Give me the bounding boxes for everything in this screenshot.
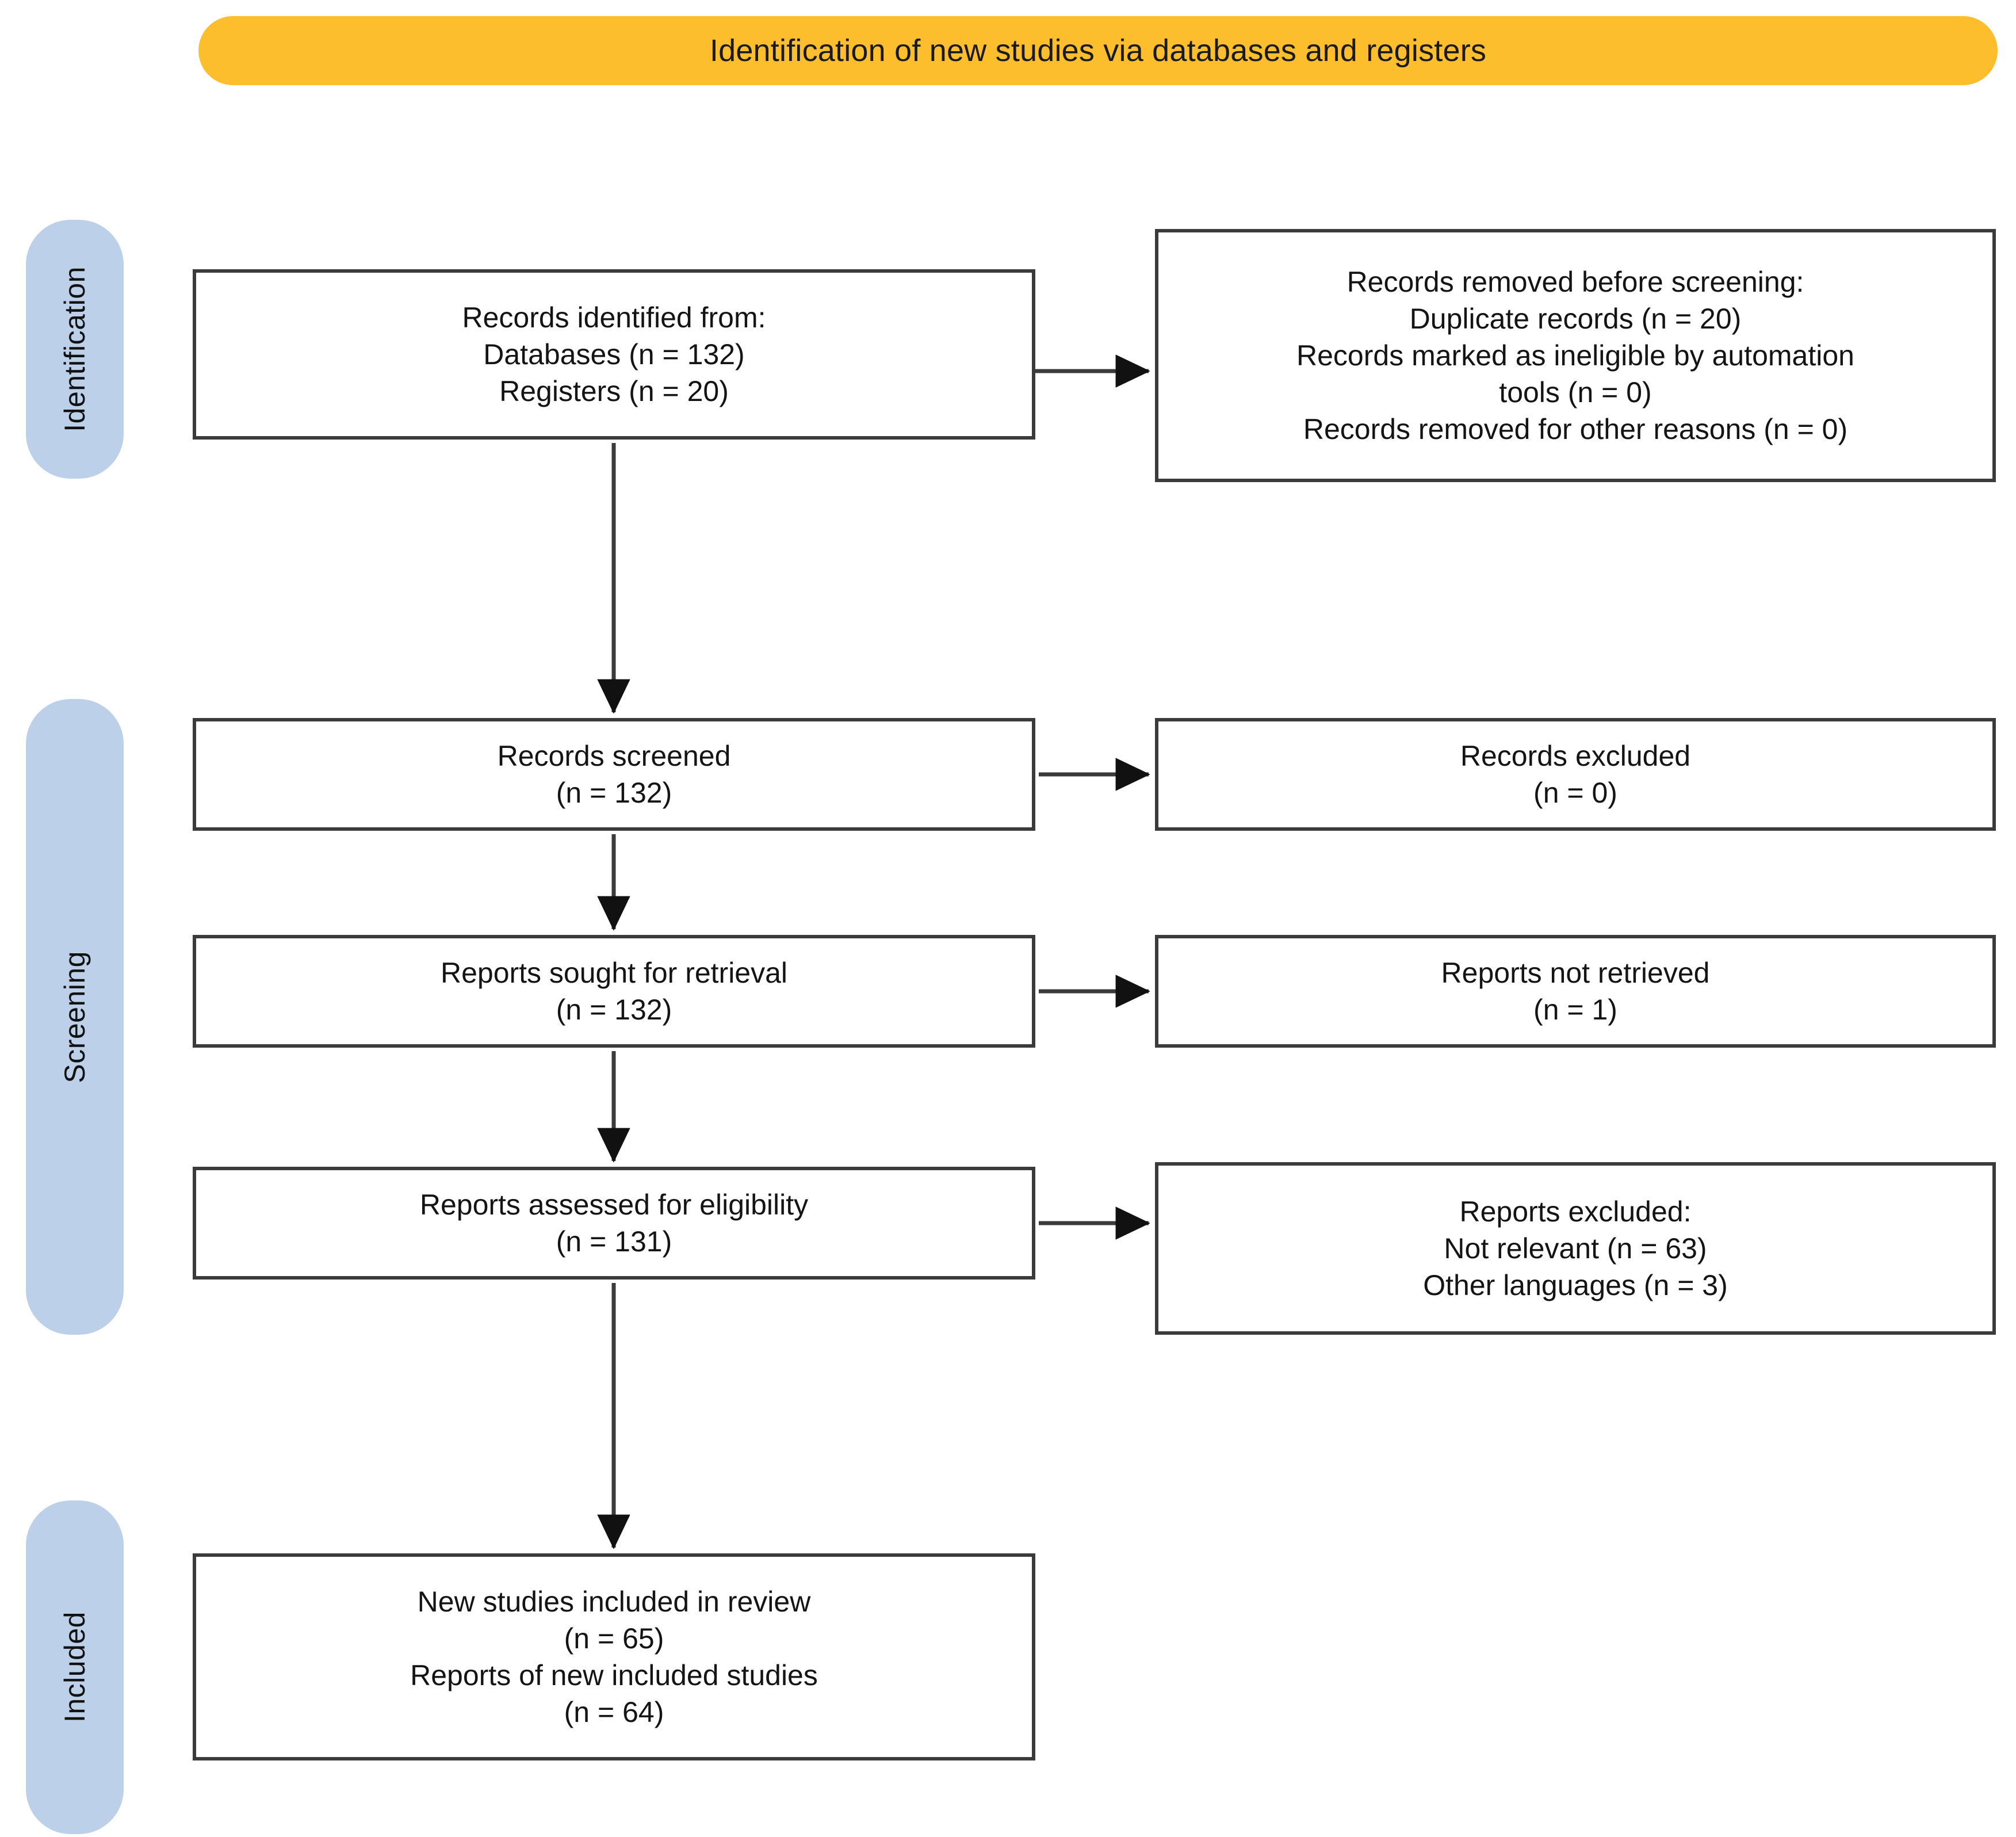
box-line: Other languages (n = 3): [1423, 1269, 1728, 1301]
box-line: New studies included in review: [417, 1586, 811, 1618]
box-line: Reports not retrieved: [1441, 957, 1710, 989]
stage-bar-screening: Screening: [26, 699, 124, 1335]
box-line: Duplicate records (n = 20): [1409, 303, 1742, 335]
box-line: Records removed before screening:: [1346, 266, 1804, 298]
box-line: (n = 132): [556, 994, 672, 1026]
box-line: Databases (n = 132): [483, 338, 745, 371]
box-records-screened: Records screened (n = 132): [193, 718, 1035, 831]
box-line: Reports excluded:: [1459, 1196, 1692, 1228]
box-records-excluded: Records excluded (n = 0): [1155, 718, 1996, 831]
box-line: Reports of new included studies: [410, 1659, 818, 1691]
box-line: Records identified from:: [462, 301, 766, 334]
box-line: (n = 131): [556, 1225, 672, 1258]
stage-bar-identification: Identification: [26, 220, 124, 479]
box-line: (n = 1): [1533, 994, 1617, 1026]
box-line: Registers (n = 20): [499, 375, 729, 407]
box-line: Reports sought for retrieval: [440, 957, 788, 989]
box-line: Records removed for other reasons (n = 0…: [1303, 413, 1848, 445]
box-line: Records screened: [497, 740, 731, 772]
box-line: Records marked as ineligible by automati…: [1296, 339, 1854, 372]
header-banner: Identification of new studies via databa…: [198, 16, 1998, 85]
stage-bar-included: Included: [26, 1500, 124, 1834]
box-records-identified: Records identified from: Databases (n = …: [193, 269, 1035, 440]
stage-label-included: Included: [59, 1611, 91, 1723]
header-title: Identification of new studies via databa…: [709, 33, 1487, 68]
box-line: (n = 132): [556, 777, 672, 809]
box-line: Reports assessed for eligibility: [419, 1189, 809, 1221]
box-line: (n = 65): [564, 1622, 664, 1655]
box-reports-assessed-for-eligibility: Reports assessed for eligibility (n = 13…: [193, 1167, 1035, 1280]
box-line: Records excluded: [1460, 740, 1691, 772]
box-records-removed-before-screening: Records removed before screening: Duplic…: [1155, 229, 1996, 482]
box-new-studies-included: New studies included in review (n = 65) …: [193, 1553, 1035, 1760]
box-reports-sought-for-retrieval: Reports sought for retrieval (n = 132): [193, 935, 1035, 1048]
box-line: Not relevant (n = 63): [1444, 1232, 1707, 1265]
box-reports-excluded: Reports excluded: Not relevant (n = 63) …: [1155, 1162, 1996, 1335]
stage-label-identification: Identification: [59, 266, 91, 432]
box-line: tools (n = 0): [1499, 376, 1652, 408]
box-line: (n = 64): [564, 1696, 664, 1728]
stage-label-screening: Screening: [59, 950, 91, 1083]
box-line: (n = 0): [1533, 777, 1617, 809]
box-reports-not-retrieved: Reports not retrieved (n = 1): [1155, 935, 1996, 1048]
